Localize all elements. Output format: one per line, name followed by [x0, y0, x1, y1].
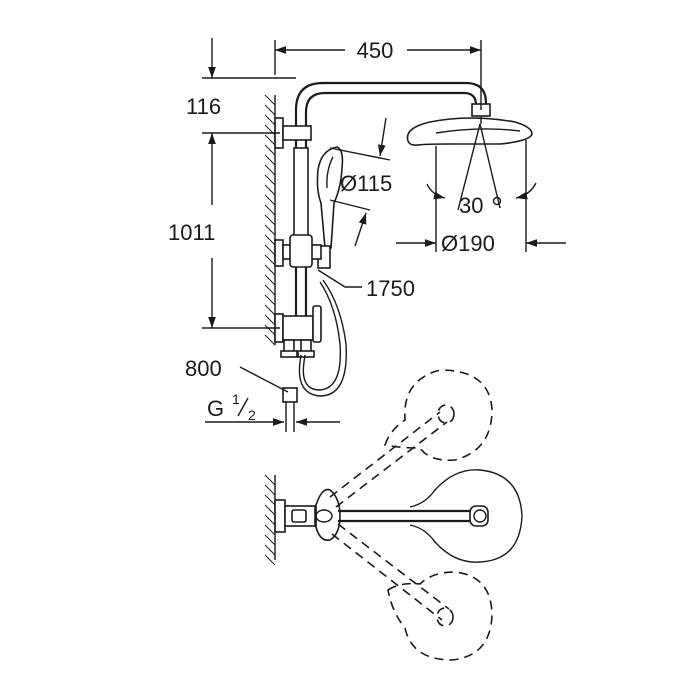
wall-hatch-line: [264, 304, 276, 316]
wall-hatch-line: [264, 314, 276, 326]
wall-hatch-line: [264, 334, 276, 346]
wall-hatch-line: [264, 144, 276, 156]
dim-width-450: 450: [357, 38, 394, 63]
front-view: 450 116 1011 Ø115 30 Ø190 1750 800 G 1 2: [168, 38, 566, 432]
lower-wall-outlet: [274, 305, 322, 358]
supply-pipe: [282, 387, 298, 432]
dim-spray-angle: 30: [459, 193, 483, 218]
wall-hatch-line: [264, 284, 276, 296]
wall-hatch-line: [264, 194, 276, 206]
wall-hatch-line: [264, 544, 276, 556]
swivel-position-upper: [329, 369, 493, 508]
wall-hatch-line: [264, 264, 276, 276]
top-wall-bracket: [274, 499, 316, 533]
dim-hand-shower-diameter: Ø115: [340, 171, 392, 196]
wall-hatch-line: [264, 274, 276, 286]
hand-shower-top: [315, 488, 341, 542]
wall-hatch-line: [264, 94, 276, 106]
wall-hatch-line: [264, 504, 276, 516]
wall-hatch-line: [264, 514, 276, 526]
wall-hatch-line: [264, 524, 276, 536]
wall-hatch-line: [264, 224, 276, 236]
dimension-lines: [202, 38, 566, 426]
wall-hatch-line: [264, 114, 276, 126]
wall-hatch-line: [264, 254, 276, 266]
slider-bracket: [274, 234, 322, 268]
wall-hatch-line: [264, 104, 276, 116]
hand-shower: [316, 146, 344, 269]
wall-hatch-line: [264, 294, 276, 306]
shower-head-top: [409, 469, 523, 563]
wall-hatch-line: [264, 204, 276, 216]
overhead-shower-head: [406, 117, 537, 211]
dim-head-diameter: Ø190: [441, 231, 495, 256]
thread-numerator: 1: [232, 391, 240, 407]
wall-hatch-line: [264, 174, 276, 186]
shower-arm-top: [338, 505, 489, 527]
top-view: [264, 369, 523, 661]
dim-hose-800: 800: [185, 356, 222, 381]
dim-thread-size: G 1 2: [207, 391, 256, 423]
wall-hatch-line: [264, 484, 276, 496]
wall-hatch-line: [264, 534, 276, 546]
wall-hatch-line: [264, 214, 276, 226]
wall-hatch-line: [264, 184, 276, 196]
wall-hatch-line: [264, 494, 276, 506]
dim-height-1011: 1011: [168, 220, 215, 245]
hose: [298, 279, 347, 397]
wall-hatch-line: [264, 324, 276, 336]
wall-top: [264, 474, 276, 566]
wall-hatch-line: [264, 554, 276, 566]
wall-hatch-line: [264, 164, 276, 176]
wall-hatch-line: [264, 474, 276, 486]
wall-hatch-line: [264, 154, 276, 166]
thread-label: G: [207, 396, 224, 421]
wall-hatch-line: [264, 234, 276, 246]
dim-height-116: 116: [186, 94, 221, 119]
thread-denominator: 2: [248, 407, 256, 423]
dim-hose-1750: 1750: [366, 276, 415, 301]
wall-hatch-line: [264, 244, 276, 256]
wall-front: [264, 94, 276, 346]
degree-symbol: [492, 196, 502, 206]
swivel-position-lower: [331, 523, 493, 661]
wall-hatch-line: [264, 134, 276, 146]
